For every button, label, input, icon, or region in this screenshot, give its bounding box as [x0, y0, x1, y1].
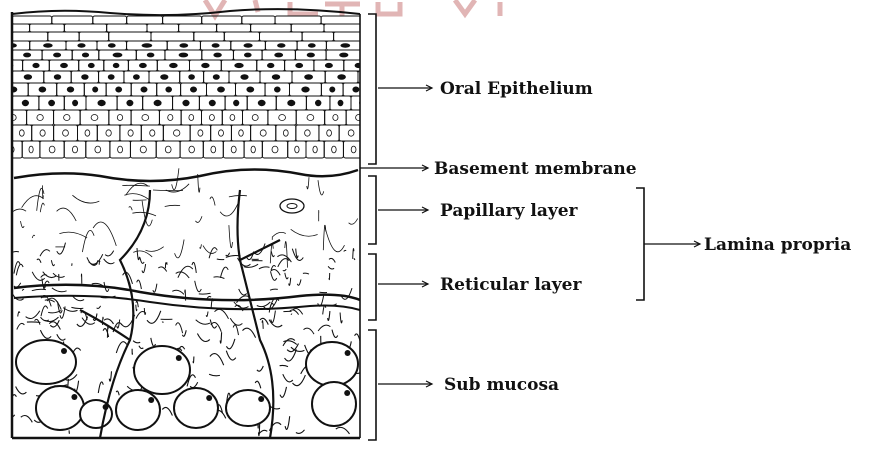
bracket-reticular-layer — [368, 254, 376, 320]
epithelium-layer — [0, 16, 395, 158]
tissue-illustration — [0, 16, 395, 438]
arrow-reticular-layer — [378, 281, 428, 287]
bracket-lamina-propria — [636, 188, 644, 300]
bracket-sub-mucosa — [368, 330, 376, 440]
label-papillary-layer: Papillary layer — [440, 201, 579, 221]
label-basement-membrane: Basement membrane — [434, 159, 637, 179]
arrow-papillary-layer — [378, 207, 428, 213]
bracket-papillary-layer — [368, 176, 376, 244]
submucosa-fat-cells — [6, 311, 366, 436]
bracket-oral-epithelium — [368, 14, 376, 164]
basement-membrane-line — [14, 169, 358, 181]
papillary-layer-fibers — [7, 168, 358, 267]
reticular-layer-mesh — [11, 243, 360, 338]
label-sub-mucosa: Sub mucosa — [444, 375, 559, 395]
label-lamina-propria: Lamina propria — [704, 235, 851, 255]
arrow-lamina-propria — [644, 241, 700, 247]
arrows — [360, 85, 700, 387]
arrow-oral-epithelium — [378, 85, 432, 91]
arrow-basement-membrane — [360, 165, 428, 171]
arrow-sub-mucosa — [378, 381, 432, 387]
label-oral-epithelium: Oral Epithelium — [440, 79, 593, 99]
label-reticular-layer: Reticular layer — [440, 275, 582, 295]
